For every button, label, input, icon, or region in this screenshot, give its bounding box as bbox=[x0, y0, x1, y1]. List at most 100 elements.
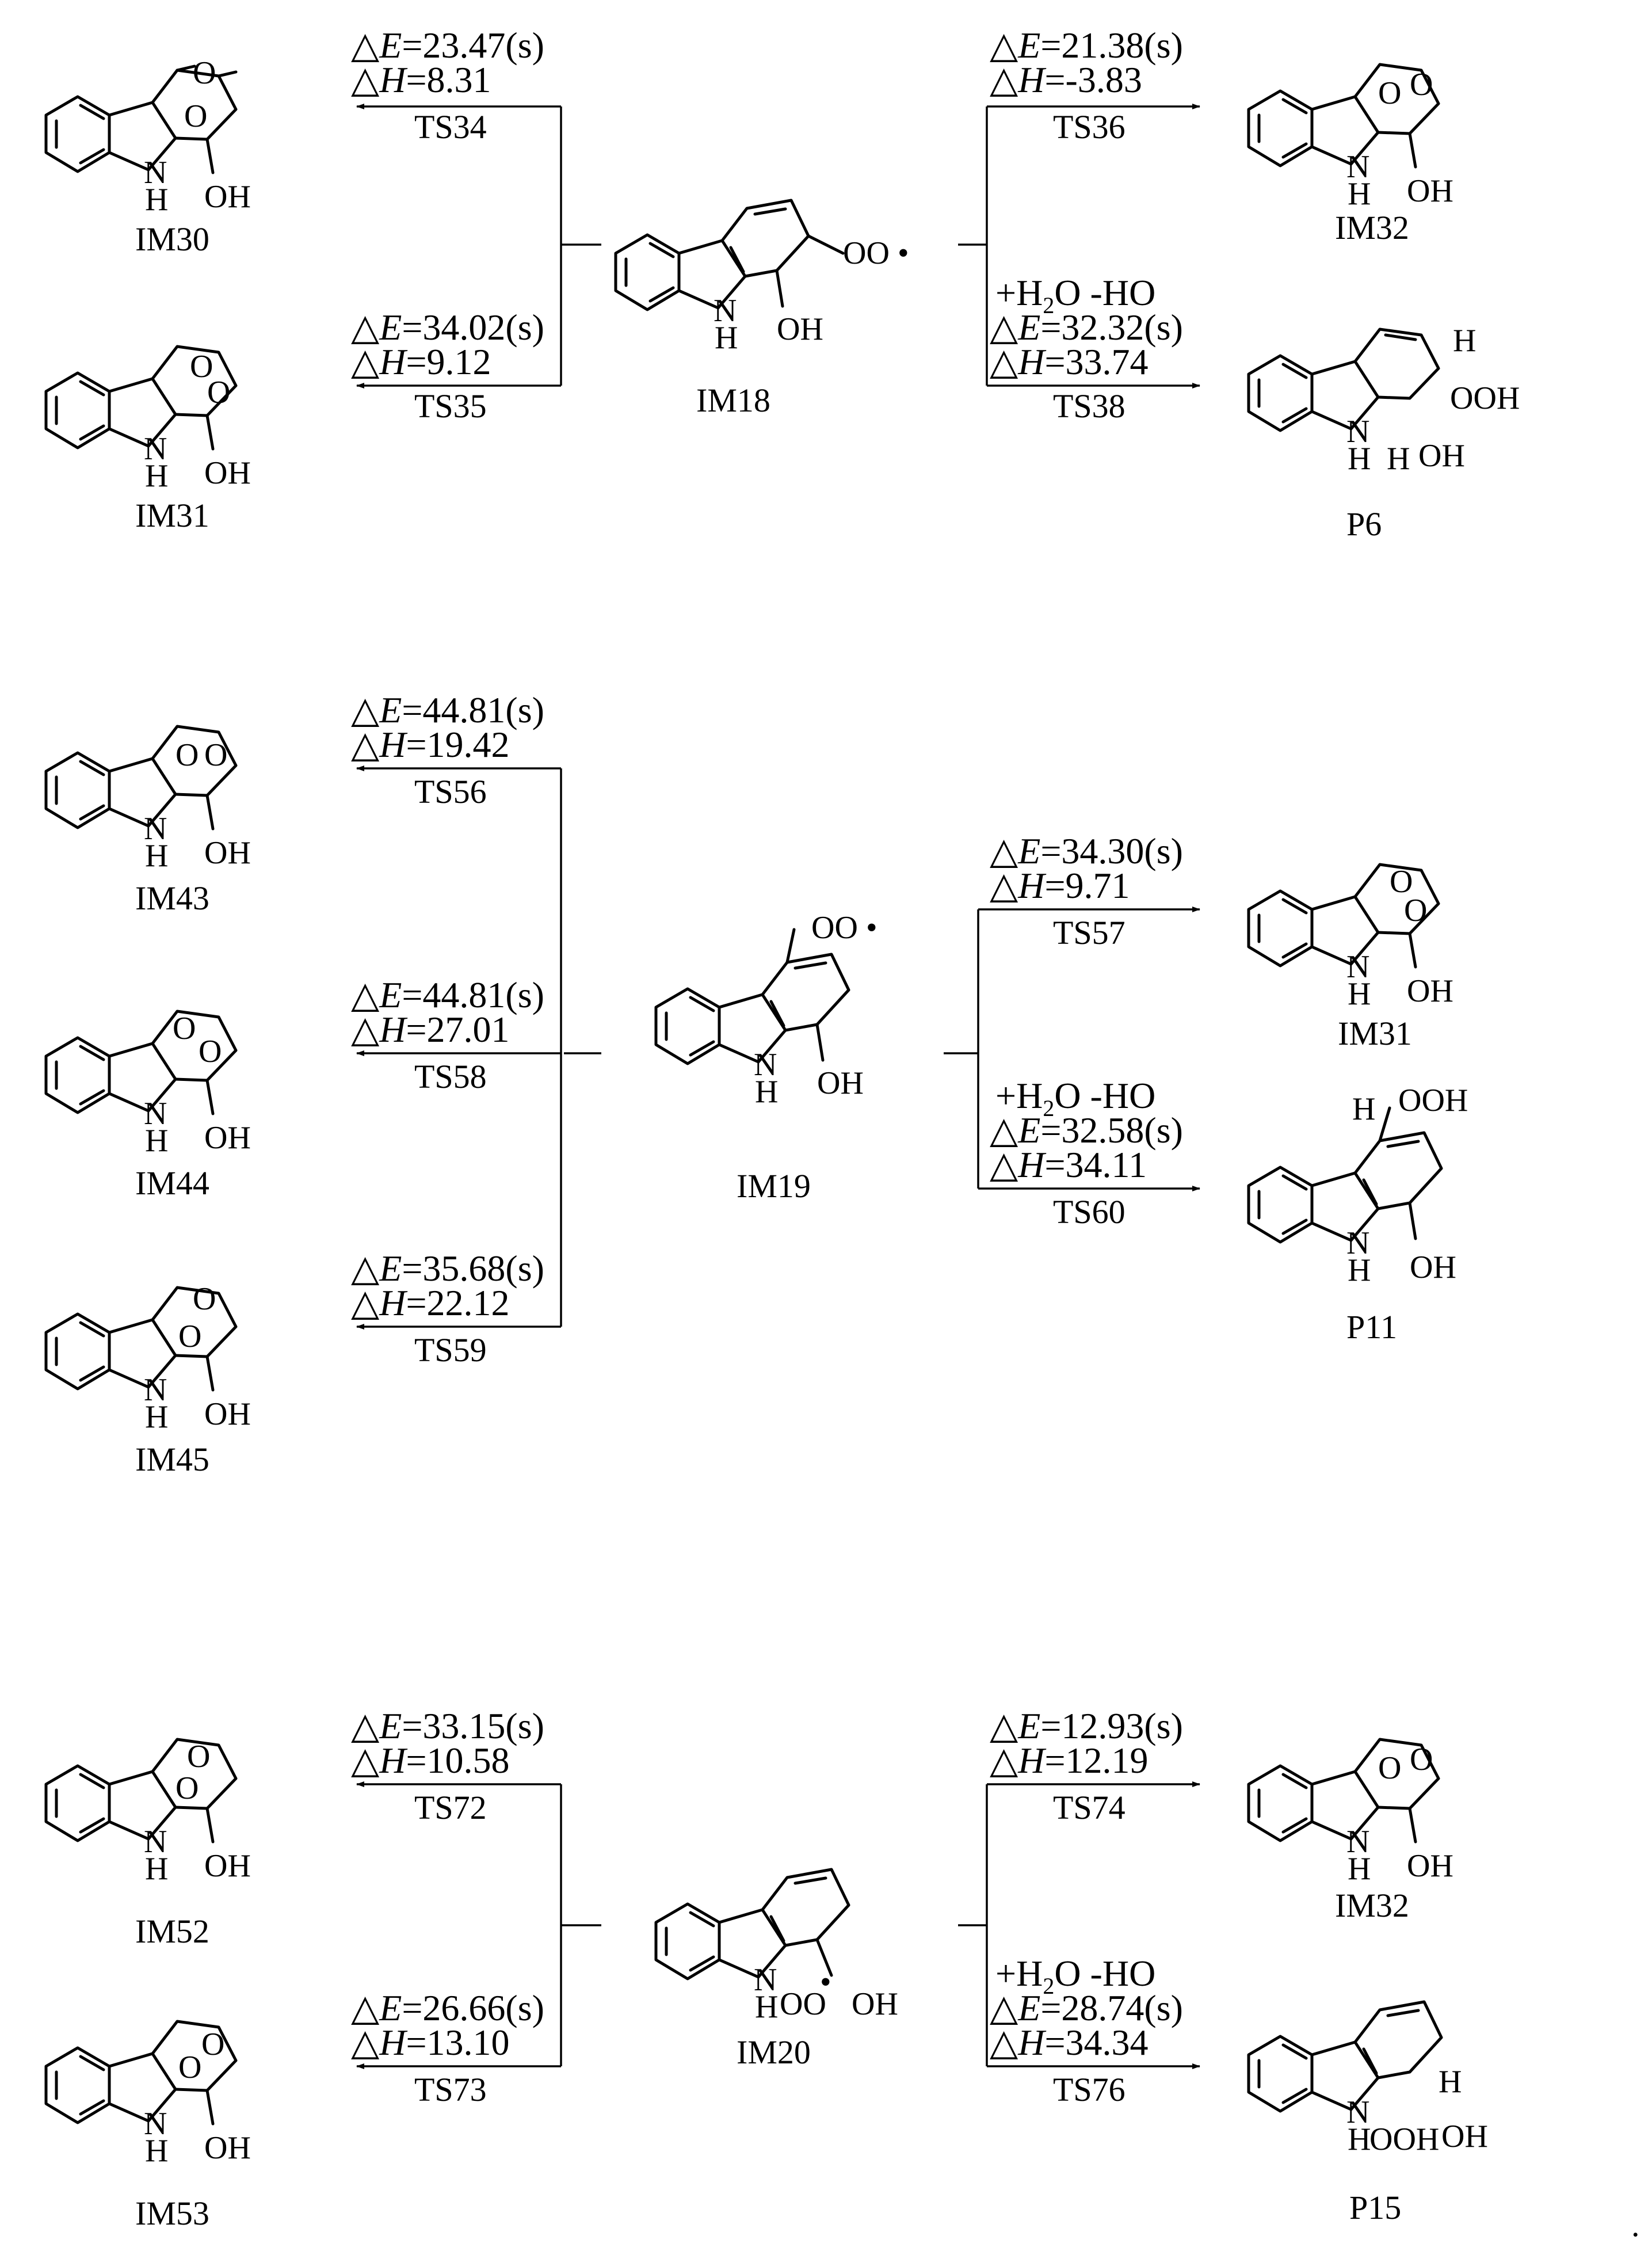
svg-text:△H=12.19: △H=12.19 bbox=[990, 1740, 1149, 1781]
panel-3: NH OO • OH IM20 △E=33.15(s) △H=10.58 TS7… bbox=[46, 1705, 1488, 2232]
svg-text:△H=8.31: △H=8.31 bbox=[351, 59, 491, 100]
svg-text:△E=32.58(s): △E=32.58(s) bbox=[990, 1110, 1183, 1151]
label-im20: IM20 bbox=[737, 2033, 811, 2071]
label-p6: P6 bbox=[1346, 505, 1382, 543]
svg-text:△H=-3.83: △H=-3.83 bbox=[990, 59, 1142, 100]
label-im19: IM19 bbox=[737, 1167, 811, 1205]
svg-text:TS72: TS72 bbox=[414, 1789, 487, 1826]
svg-text:O: O bbox=[178, 2050, 201, 2085]
atom-oo: OO bbox=[843, 235, 890, 271]
svg-text:△E=33.15(s): △E=33.15(s) bbox=[351, 1705, 544, 1746]
svg-text:△H=34.34: △H=34.34 bbox=[990, 2022, 1149, 2063]
atom-n: N bbox=[714, 293, 737, 329]
svg-text:△E=12.93(s): △E=12.93(s) bbox=[990, 1705, 1183, 1746]
svg-text:OH: OH bbox=[204, 1120, 251, 1156]
molecule-im45: O O NH OH bbox=[46, 1281, 251, 1435]
svg-text:H: H bbox=[1352, 1091, 1375, 1127]
svg-text:N: N bbox=[754, 1047, 777, 1083]
svg-text:△E=44.81(s): △E=44.81(s) bbox=[351, 690, 544, 730]
svg-text:OH: OH bbox=[204, 835, 251, 871]
molecule-im19: OO • NH OH bbox=[656, 910, 877, 1110]
svg-text:H: H bbox=[1348, 976, 1371, 1012]
molecule-im44: O O NH OH bbox=[46, 1011, 251, 1159]
svg-text:O: O bbox=[175, 737, 199, 773]
label-im31-b: IM31 bbox=[1338, 1015, 1412, 1052]
svg-text:H: H bbox=[145, 1399, 168, 1435]
molecule-im53: O O NH OH bbox=[46, 2021, 251, 2169]
svg-text:O: O bbox=[1410, 1742, 1433, 1777]
molecule-im18: N H OO • OH bbox=[616, 200, 909, 356]
svg-text:OH: OH bbox=[1410, 1250, 1456, 1285]
panel-2: OO • NH OH IM19 △E=44.81(s) △H=19.42 TS5… bbox=[46, 690, 1468, 1478]
route-ts56: △E=44.81(s) △H=19.42 TS56 bbox=[351, 690, 544, 810]
svg-text:△E=28.74(s): △E=28.74(s) bbox=[990, 1987, 1183, 2028]
molecule-im43: O O NH OH bbox=[46, 726, 251, 874]
svg-text:N: N bbox=[1346, 1225, 1369, 1261]
svg-text:TS60: TS60 bbox=[1053, 1193, 1126, 1231]
svg-text:+H2O -HO: +H2O -HO bbox=[995, 272, 1155, 318]
molecule-im31: O O NH OH bbox=[46, 346, 251, 494]
svg-text:N: N bbox=[144, 431, 167, 467]
label-im18: IM18 bbox=[696, 382, 770, 419]
molecule-im32b: O O NH OH bbox=[1249, 1739, 1453, 1887]
trailing-period: . bbox=[1631, 2206, 1640, 2244]
svg-text:O: O bbox=[193, 55, 216, 91]
svg-text:O: O bbox=[204, 737, 227, 773]
svg-text:O: O bbox=[190, 349, 213, 384]
svg-text:TS38: TS38 bbox=[1053, 387, 1126, 425]
label-im52: IM52 bbox=[135, 1913, 209, 1950]
molecule-im32a: O O NH OH bbox=[1249, 64, 1453, 212]
svg-text:△E=34.30(s): △E=34.30(s) bbox=[990, 831, 1183, 871]
svg-text:O: O bbox=[1378, 1750, 1401, 1786]
svg-text:OOH: OOH bbox=[1369, 2122, 1439, 2157]
svg-text:N: N bbox=[144, 1372, 167, 1408]
label-im43: IM43 bbox=[135, 879, 209, 917]
label-im32: IM32 bbox=[1335, 209, 1409, 246]
svg-text:O: O bbox=[175, 1770, 199, 1806]
atom-oh: OH bbox=[777, 311, 823, 347]
svg-text:△H=9.71: △H=9.71 bbox=[990, 865, 1130, 906]
svg-text:H: H bbox=[145, 1123, 168, 1159]
svg-text:H: H bbox=[755, 1074, 778, 1110]
label-p11: P11 bbox=[1346, 1308, 1397, 1346]
label-p15: P15 bbox=[1349, 2189, 1401, 2226]
label-im45: IM45 bbox=[135, 1441, 209, 1478]
svg-text:H: H bbox=[1348, 176, 1371, 212]
svg-text:OH: OH bbox=[204, 455, 251, 491]
svg-text:N: N bbox=[1346, 2094, 1369, 2130]
svg-text:H: H bbox=[1348, 1252, 1371, 1288]
svg-text:H: H bbox=[1453, 323, 1476, 359]
svg-text:O: O bbox=[187, 1739, 210, 1774]
svg-text:TS56: TS56 bbox=[414, 773, 487, 810]
route-ts74: △E=12.93(s) △H=12.19 TS74 bbox=[990, 1705, 1183, 1826]
svg-text:H: H bbox=[145, 1851, 168, 1887]
svg-text:O: O bbox=[201, 2027, 224, 2062]
svg-text:TS76: TS76 bbox=[1053, 2071, 1126, 2108]
panel-1: N H OO • OH IM18 △E=23.47(s) △H=8.31 TS3… bbox=[46, 25, 1520, 543]
svg-text:△E=34.02(s): △E=34.02(s) bbox=[351, 307, 544, 348]
svg-text:△H=22.12: △H=22.12 bbox=[351, 1282, 510, 1323]
label-im53: IM53 bbox=[135, 2195, 209, 2232]
molecule-im20: NH OO • OH bbox=[656, 1869, 898, 2025]
svg-text:TS36: TS36 bbox=[1053, 108, 1126, 146]
svg-text:H: H bbox=[755, 1989, 778, 2025]
svg-text:•: • bbox=[820, 1964, 831, 2000]
svg-text:H: H bbox=[145, 2133, 168, 2169]
svg-text:TS74: TS74 bbox=[1053, 1789, 1126, 1826]
molecule-im31b: O O NH OH bbox=[1249, 864, 1453, 1012]
svg-text:O: O bbox=[1404, 893, 1427, 928]
svg-text:H: H bbox=[1348, 2122, 1371, 2157]
route-ts35: △E=34.02(s) △H=9.12 TS35 bbox=[351, 307, 544, 425]
svg-text:O: O bbox=[1378, 75, 1401, 111]
route-ts73: △E=26.66(s) △H=13.10 TS73 bbox=[351, 1987, 544, 2108]
svg-text:OH: OH bbox=[1407, 1848, 1453, 1884]
svg-text:OH: OH bbox=[852, 1986, 898, 2022]
molecule-p11: H OOH NH OH bbox=[1249, 1083, 1468, 1288]
svg-text:△E=35.68(s): △E=35.68(s) bbox=[351, 1248, 544, 1289]
molecule-p15: H NH OOH OH bbox=[1249, 2002, 1488, 2157]
radical-dot: • bbox=[898, 235, 909, 271]
svg-text:O: O bbox=[1410, 67, 1433, 102]
svg-text:N: N bbox=[1346, 949, 1369, 985]
route-ts59: △E=35.68(s) △H=22.12 TS59 bbox=[351, 1248, 544, 1369]
svg-text:△H=33.74: △H=33.74 bbox=[990, 341, 1149, 382]
